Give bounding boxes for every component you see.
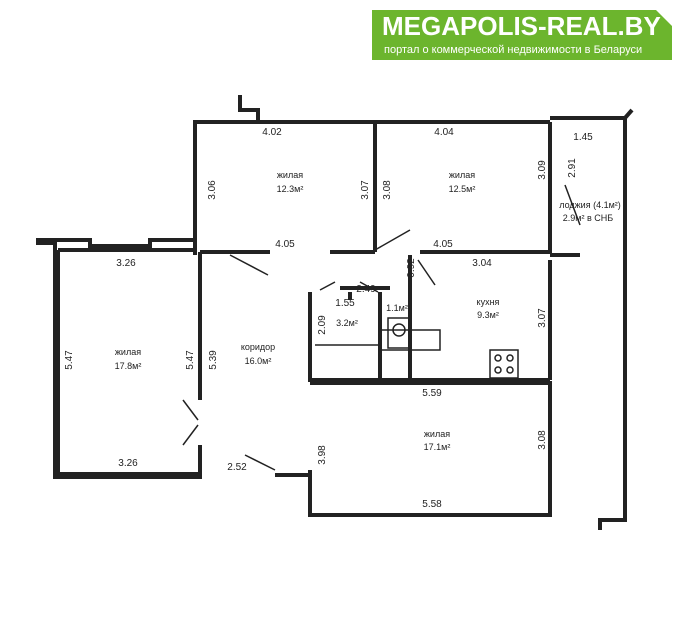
room-labels: жилая 12.3м² жилая 12.5м² лоджия (4.1м²)… (115, 170, 621, 452)
room-name-living2: жилая (449, 170, 475, 180)
room-name-living4: жилая (424, 429, 450, 439)
room-area-corridor: 16.0м² (245, 356, 272, 366)
dim-label: 4.04 (434, 127, 454, 138)
dim-label: 3.08 (537, 430, 548, 450)
room-area-living1: 12.3м² (277, 184, 304, 194)
room-area-bath: 3.2м² (336, 318, 358, 328)
dim-label: 3.98 (317, 445, 328, 465)
dim-label: 1.55 (335, 298, 355, 309)
dim-label: 3.26 (118, 458, 138, 469)
room-name-corridor: коридор (241, 342, 275, 352)
room-name-kitchen: кухня (477, 297, 500, 307)
dim-label: 3.08 (382, 180, 393, 200)
dim-label: 4.05 (275, 239, 295, 250)
dim-label: 3.09 (537, 160, 548, 180)
dim-label: 5.47 (64, 350, 75, 370)
dim-label: 2.91 (567, 158, 578, 178)
banner-corner (656, 10, 672, 26)
room-name-loggia: лоджия (4.1м²) (559, 200, 621, 210)
dim-label: 3.07 (537, 308, 548, 328)
room-area-living4: 17.1м² (424, 442, 451, 452)
dim-label: 1.45 (573, 132, 593, 143)
room-area-living2: 12.5м² (449, 184, 476, 194)
room-name-living3: жилая (115, 347, 141, 357)
banner-subtitle: портал о коммерческой недвижимости в Бел… (384, 44, 643, 56)
dim-label: 2.49 (356, 284, 376, 295)
dim-label: 3.04 (472, 258, 492, 269)
dim-label: 2.09 (317, 315, 328, 335)
dimensions: 4.02 4.04 1.45 3.06 3.07 3.08 3.09 2.91 … (64, 127, 593, 510)
site-banner[interactable]: MEGAPOLIS-REAL.BY портал о коммерческой … (372, 10, 672, 60)
dim-label: 4.02 (262, 127, 282, 138)
banner-title: MEGAPOLIS-REAL.BY (382, 11, 661, 41)
walls (36, 95, 634, 530)
dim-label: 5.47 (185, 350, 196, 370)
room-area-loggia: 2.9м² в СНБ (563, 213, 613, 223)
room-area-kitchen: 9.3м² (477, 310, 499, 320)
dim-label: 3.07 (360, 180, 371, 200)
dim-label: 5.59 (422, 388, 442, 399)
room-area-living3: 17.8м² (115, 361, 142, 371)
dim-label: 2.52 (227, 462, 247, 473)
room-area-wc: 1.1м² (386, 303, 408, 313)
dim-label: 3.26 (116, 258, 136, 269)
dim-label: 5.39 (208, 350, 219, 370)
room-name-living1: жилая (277, 170, 303, 180)
dim-label: 0.92 (406, 258, 417, 278)
dim-label: 5.58 (422, 499, 442, 510)
dim-label: 4.05 (433, 239, 453, 250)
dim-label: 3.06 (207, 180, 218, 200)
